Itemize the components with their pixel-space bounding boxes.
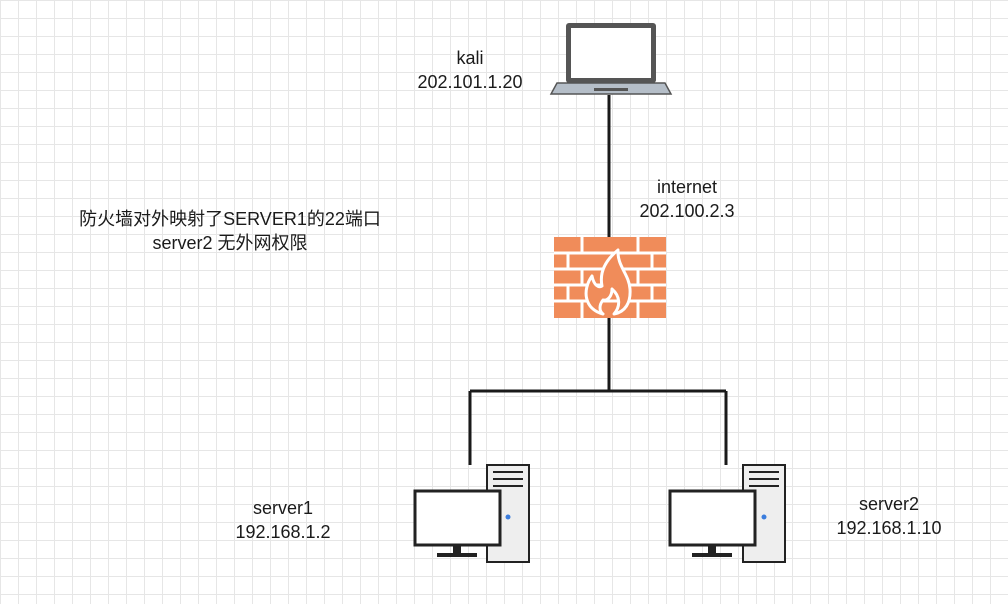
note-line-1: 防火墙对外映射了SERVER1的22端口 xyxy=(79,209,381,229)
server2-ip: 192.168.1.10 xyxy=(836,518,942,538)
server2-label: server2 192.168.1.10 xyxy=(814,492,964,540)
desktop-pc-icon xyxy=(668,464,786,563)
firewall-icon xyxy=(554,237,666,318)
note-text: 防火墙对外映射了SERVER1的22端口 server2 无外网权限 xyxy=(40,207,420,255)
firewall-ip: 202.100.2.3 xyxy=(639,201,735,221)
firewall-label: internet 202.100.2.3 xyxy=(612,175,762,223)
server1-name: server1 xyxy=(252,498,314,518)
kali-label: kali 202.101.1.20 xyxy=(395,46,545,94)
server1-label: server1 192.168.1.2 xyxy=(208,496,358,544)
firewall-name: internet xyxy=(656,177,718,197)
note-line-2: server2 无外网权限 xyxy=(152,233,308,253)
laptop-icon xyxy=(549,23,673,95)
flame-icon xyxy=(584,248,632,316)
network-links xyxy=(468,95,728,465)
server1-ip: 192.168.1.2 xyxy=(235,522,331,542)
server2-name: server2 xyxy=(858,494,920,514)
kali-name: kali xyxy=(456,48,484,68)
kali-ip: 202.101.1.20 xyxy=(417,72,523,92)
desktop-pc-icon xyxy=(413,464,530,563)
